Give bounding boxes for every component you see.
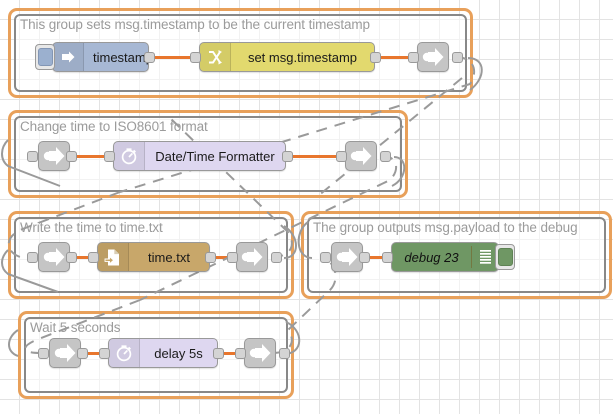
group-label: Write the time to time.txt: [20, 220, 163, 235]
debug-divider: [471, 246, 472, 268]
link-out-icon: [422, 48, 444, 66]
node-file-write[interactable]: time.txt: [97, 242, 210, 272]
link-out-icon: [241, 248, 263, 266]
node-link-out-3[interactable]: [236, 242, 268, 272]
group-label: The group outputs msg.payload to the deb…: [313, 220, 578, 235]
node-label: delay 5s: [154, 345, 203, 361]
output-port[interactable]: [452, 52, 463, 63]
wire: [378, 56, 410, 59]
input-port[interactable]: [88, 252, 99, 263]
node-date-time-formatter[interactable]: Date/Time Formatter: [113, 141, 286, 171]
output-port[interactable]: [144, 52, 155, 63]
link-in-icon: [336, 248, 358, 266]
node-delay-5s[interactable]: delay 5s: [108, 338, 218, 368]
node-label: debug 23: [404, 249, 459, 265]
output-port[interactable]: [205, 252, 216, 263]
output-port[interactable]: [380, 151, 391, 162]
input-port[interactable]: [38, 348, 49, 359]
link-in-icon: [43, 248, 65, 266]
group-label: Wait 5 seconds: [30, 320, 121, 335]
output-port[interactable]: [359, 252, 370, 263]
link-in-icon: [43, 147, 65, 165]
node-label: Date/Time Formatter: [155, 148, 275, 164]
shuffle-icon: [200, 43, 231, 71]
input-port[interactable]: [382, 252, 393, 263]
debug-button-square-icon: [497, 248, 513, 266]
clock-icon: [109, 339, 140, 367]
link-out-icon: [249, 344, 271, 362]
input-port[interactable]: [336, 151, 347, 162]
arrow-right-icon: [53, 43, 84, 71]
link-in-icon: [54, 344, 76, 362]
wire: [290, 155, 338, 158]
debug-lines-icon: [472, 243, 498, 271]
output-port[interactable]: [213, 348, 224, 359]
output-port[interactable]: [271, 252, 282, 263]
wire: [74, 155, 106, 158]
node-link-out-1[interactable]: [417, 42, 449, 72]
input-port[interactable]: [27, 151, 38, 162]
output-port[interactable]: [282, 151, 293, 162]
input-port[interactable]: [235, 348, 246, 359]
input-port[interactable]: [27, 252, 38, 263]
input-port[interactable]: [408, 52, 419, 63]
output-port[interactable]: [77, 348, 88, 359]
output-port[interactable]: [279, 348, 290, 359]
input-port[interactable]: [190, 52, 201, 63]
input-port[interactable]: [104, 151, 115, 162]
debug-enable-button[interactable]: [495, 244, 515, 270]
output-port[interactable]: [66, 252, 77, 263]
file-out-icon: [98, 243, 129, 271]
node-label: set msg.timestamp: [247, 49, 358, 65]
wire: [221, 352, 238, 355]
input-port[interactable]: [99, 348, 110, 359]
group-label: This group sets msg.timestamp to be the …: [20, 17, 370, 32]
output-port[interactable]: [66, 151, 77, 162]
node-link-out-4[interactable]: [244, 338, 276, 368]
node-change-set-timestamp[interactable]: set msg.timestamp: [199, 42, 375, 72]
node-debug-23[interactable]: debug 23: [391, 242, 515, 272]
node-label: time.txt: [148, 249, 190, 265]
output-port[interactable]: [370, 52, 381, 63]
link-out-icon: [350, 147, 372, 165]
inject-trigger-button[interactable]: [35, 44, 55, 70]
node-link-out-2[interactable]: [345, 141, 377, 171]
clock-icon: [114, 142, 145, 170]
input-port[interactable]: [227, 252, 238, 263]
node-inject-timestamp[interactable]: timestamp: [35, 42, 153, 72]
inject-button-square-icon: [37, 48, 53, 66]
group-label: Change time to ISO8601 format: [20, 119, 208, 134]
input-port[interactable]: [320, 252, 331, 263]
